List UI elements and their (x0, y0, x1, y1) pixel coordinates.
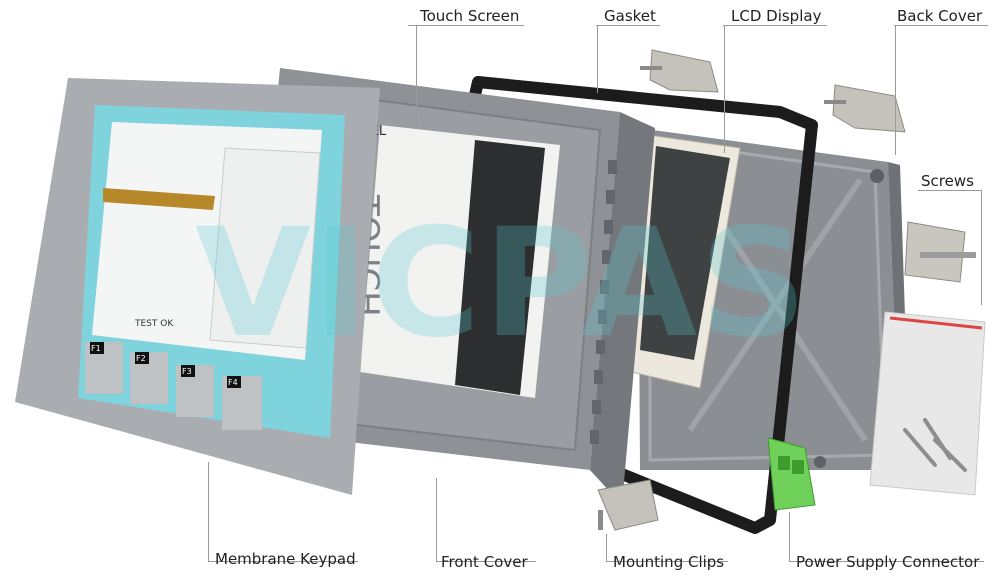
key-label-f3: F3 (182, 367, 192, 376)
label-back-cover: Back Cover (897, 7, 983, 25)
label-lcd-display: LCD Display (731, 7, 822, 25)
key-label-f4: F4 (228, 378, 238, 387)
screws-bag (869, 311, 986, 496)
mounting-clip-top-1 (640, 49, 719, 93)
mounting-clip-top-2 (824, 84, 906, 133)
watermark: VICPAS (195, 197, 809, 371)
label-power-supply-connector: Power Supply Connector (796, 553, 980, 571)
function-keys: F1 F2 F3 F4 (85, 342, 262, 430)
label-mounting-clips: Mounting Clips (613, 553, 725, 571)
label-touch-screen: Touch Screen (420, 7, 520, 25)
label-membrane-keypad: Membrane Keypad (215, 550, 356, 568)
lcd-display (631, 134, 741, 389)
key-label-f2: F2 (136, 354, 146, 363)
screw-clip (904, 221, 976, 283)
power-supply-connector (767, 437, 816, 511)
mounting-clip-bottom (597, 479, 659, 531)
test-ok-tag: TEST OK (134, 319, 174, 329)
key-label-f1: F1 (91, 344, 101, 353)
membrane-keypad: TEST OK F1 F2 F3 F4 (15, 78, 380, 495)
label-gasket: Gasket (604, 7, 656, 25)
label-front-cover: Front Cover (441, 553, 528, 571)
label-screws: Screws (921, 172, 974, 190)
